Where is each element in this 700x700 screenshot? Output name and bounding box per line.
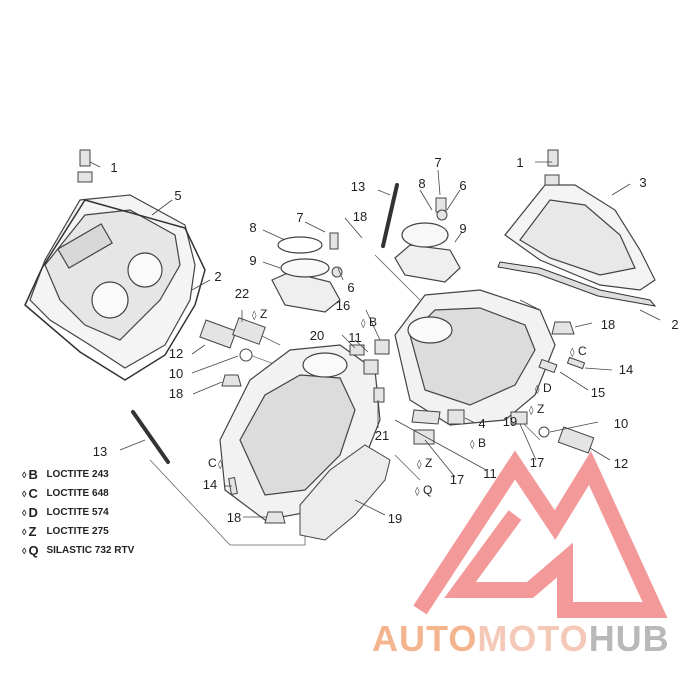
drop-icon: ◊ bbox=[22, 526, 27, 537]
legend-code: B bbox=[28, 467, 38, 482]
callout-15: 15 bbox=[591, 385, 605, 400]
callout-4: 4 bbox=[478, 416, 485, 431]
left-intake-manifold bbox=[271, 236, 341, 313]
sealant-drop-icons: ◊ ◊ ◊ ◊ ◊ ◊ ◊ ◊ ◊ bbox=[218, 310, 575, 497]
watermark-part: AUTO bbox=[372, 618, 478, 659]
svg-text:◊: ◊ bbox=[570, 347, 575, 358]
callout-18: 18 bbox=[169, 386, 183, 401]
callout-7: 7 bbox=[296, 210, 303, 225]
callout-13: 13 bbox=[351, 179, 365, 194]
drop-icon: ◊ bbox=[22, 469, 27, 480]
callout-1: 1 bbox=[516, 155, 523, 170]
legend-code: D bbox=[28, 505, 38, 520]
callout-9: 9 bbox=[249, 253, 256, 268]
watermark-part: HUB bbox=[588, 618, 670, 659]
callout-8: 8 bbox=[418, 176, 425, 191]
callout-10: 10 bbox=[614, 416, 628, 431]
callout-2: 2 bbox=[671, 317, 678, 332]
callout-11: 11 bbox=[348, 330, 362, 345]
callout-numbers: 1 1 2 2 3 4 5 6 6 7 7 8 8 9 9 10 10 11 1… bbox=[93, 155, 679, 526]
callout-13: 13 bbox=[93, 444, 107, 459]
sealant-mark-c: C bbox=[578, 344, 587, 358]
left-valve-cover bbox=[29, 194, 196, 369]
callout-9: 9 bbox=[459, 221, 466, 236]
legend-product: SILASTIC 732 RTV bbox=[46, 545, 135, 556]
watermark-logo bbox=[413, 450, 668, 618]
callout-19: 19 bbox=[388, 511, 402, 526]
legend-code: C bbox=[28, 486, 38, 501]
sealant-mark-b: B bbox=[478, 436, 486, 450]
callout-5: 5 bbox=[174, 188, 181, 203]
callout-19: 19 bbox=[503, 414, 517, 429]
callout-17: 17 bbox=[530, 455, 544, 470]
small-hardware bbox=[77, 149, 595, 524]
watermark-wordmark: AUTOMOTOHUB bbox=[372, 618, 670, 660]
legend-row: ◊ D LOCTITE 574 bbox=[22, 503, 134, 522]
callout-10: 10 bbox=[169, 366, 183, 381]
sealant-mark-b: B bbox=[369, 315, 377, 329]
callout-12: 12 bbox=[614, 456, 628, 471]
legend-product: LOCTITE 275 bbox=[46, 526, 109, 537]
sealant-mark-q: Q bbox=[423, 483, 432, 497]
callout-16: 16 bbox=[336, 298, 350, 313]
callout-18: 18 bbox=[353, 209, 367, 224]
sealant-legend: ◊ B LOCTITE 243 ◊ C LOCTITE 648 ◊ D LOCT… bbox=[22, 465, 134, 560]
right-intake-manifold bbox=[394, 222, 461, 283]
right-valve-cover bbox=[504, 184, 656, 291]
sealant-mark-d: D bbox=[543, 381, 552, 395]
legend-row: ◊ C LOCTITE 648 bbox=[22, 484, 134, 503]
legend-row: ◊ B LOCTITE 243 bbox=[22, 465, 134, 484]
svg-text:◊: ◊ bbox=[529, 405, 534, 416]
callout-6: 6 bbox=[347, 280, 354, 295]
legend-product: LOCTITE 243 bbox=[46, 469, 109, 480]
sealant-mark-z: Z bbox=[537, 402, 544, 416]
svg-text:◊: ◊ bbox=[415, 486, 420, 497]
legend-row: ◊ Z LOCTITE 275 bbox=[22, 522, 134, 541]
callout-18: 18 bbox=[227, 510, 241, 525]
leader-lines bbox=[89, 161, 661, 518]
callout-21: 21 bbox=[375, 428, 389, 443]
legend-code: Q bbox=[28, 543, 39, 558]
left-head-gasket bbox=[299, 444, 391, 541]
callout-17: 17 bbox=[450, 472, 464, 487]
left-gasket bbox=[24, 199, 206, 381]
svg-text:◊: ◊ bbox=[361, 318, 366, 329]
drop-icon: ◊ bbox=[22, 545, 27, 556]
svg-text:◊: ◊ bbox=[218, 459, 223, 470]
callout-12: 12 bbox=[169, 346, 183, 361]
callout-18: 18 bbox=[601, 317, 615, 332]
callout-14: 14 bbox=[619, 362, 633, 377]
svg-text:◊: ◊ bbox=[535, 384, 540, 395]
callout-7: 7 bbox=[434, 155, 441, 170]
sealant-mark-c: C bbox=[208, 456, 217, 470]
legend-product: LOCTITE 574 bbox=[46, 507, 109, 518]
svg-text:◊: ◊ bbox=[417, 459, 422, 470]
legend-product: LOCTITE 648 bbox=[46, 488, 109, 499]
right-gasket bbox=[497, 261, 657, 307]
callout-11: 11 bbox=[483, 466, 497, 481]
stud-bolts bbox=[131, 183, 399, 464]
callout-22: 22 bbox=[235, 286, 249, 301]
svg-text:◊: ◊ bbox=[470, 439, 475, 450]
legend-code: Z bbox=[28, 524, 37, 539]
sealant-marks: Z Z Z B B C C D Q bbox=[208, 307, 587, 497]
right-cylinder-head bbox=[394, 289, 556, 426]
callout-6: 6 bbox=[459, 178, 466, 193]
drop-icon: ◊ bbox=[22, 507, 27, 518]
callout-3: 3 bbox=[639, 175, 646, 190]
svg-text:◊: ◊ bbox=[252, 310, 257, 321]
legend-row: ◊ Q SILASTIC 732 RTV bbox=[22, 541, 134, 560]
drop-icon: ◊ bbox=[22, 488, 27, 499]
callout-14: 14 bbox=[203, 477, 217, 492]
callout-8: 8 bbox=[249, 220, 256, 235]
callout-1: 1 bbox=[110, 160, 117, 175]
sealant-mark-z: Z bbox=[425, 456, 432, 470]
sealant-mark-z: Z bbox=[260, 307, 267, 321]
callout-20: 20 bbox=[310, 328, 324, 343]
callout-2: 2 bbox=[214, 269, 221, 284]
watermark-part: MOTO bbox=[477, 618, 589, 659]
